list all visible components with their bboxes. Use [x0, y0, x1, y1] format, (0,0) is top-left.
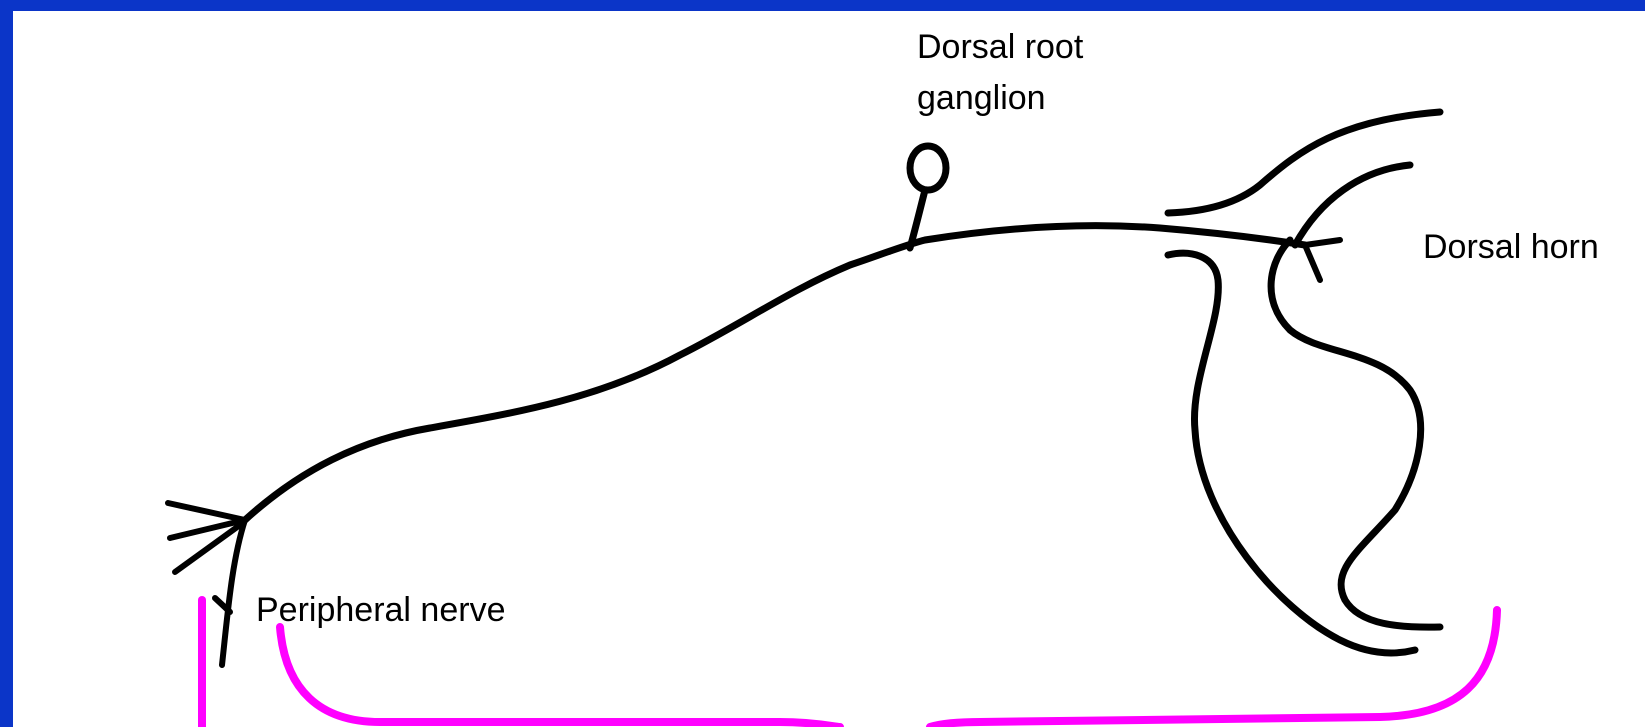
dorsal-root-ganglion-label: Dorsal root ganglion	[917, 22, 1117, 124]
diagram-canvas	[13, 11, 1645, 727]
nerve-fiber-path	[241, 222, 1309, 524]
bracket-markers	[198, 596, 1501, 727]
dorsal-root-ganglion-cell	[906, 142, 950, 252]
dorsal-root-ganglion-label-line1: Dorsal root	[917, 28, 1084, 66]
peripheral-nerve-label: Peripheral nerve	[256, 591, 506, 629]
spinal-cord-outline	[1164, 108, 1444, 657]
peripheral-ending	[165, 500, 248, 668]
span-bracket	[276, 606, 1501, 727]
dorsal-root-ganglion-label-line2: ganglion	[917, 79, 1046, 117]
dorsal-horn-label: Dorsal horn	[1423, 228, 1599, 266]
central-terminal	[1302, 237, 1343, 283]
